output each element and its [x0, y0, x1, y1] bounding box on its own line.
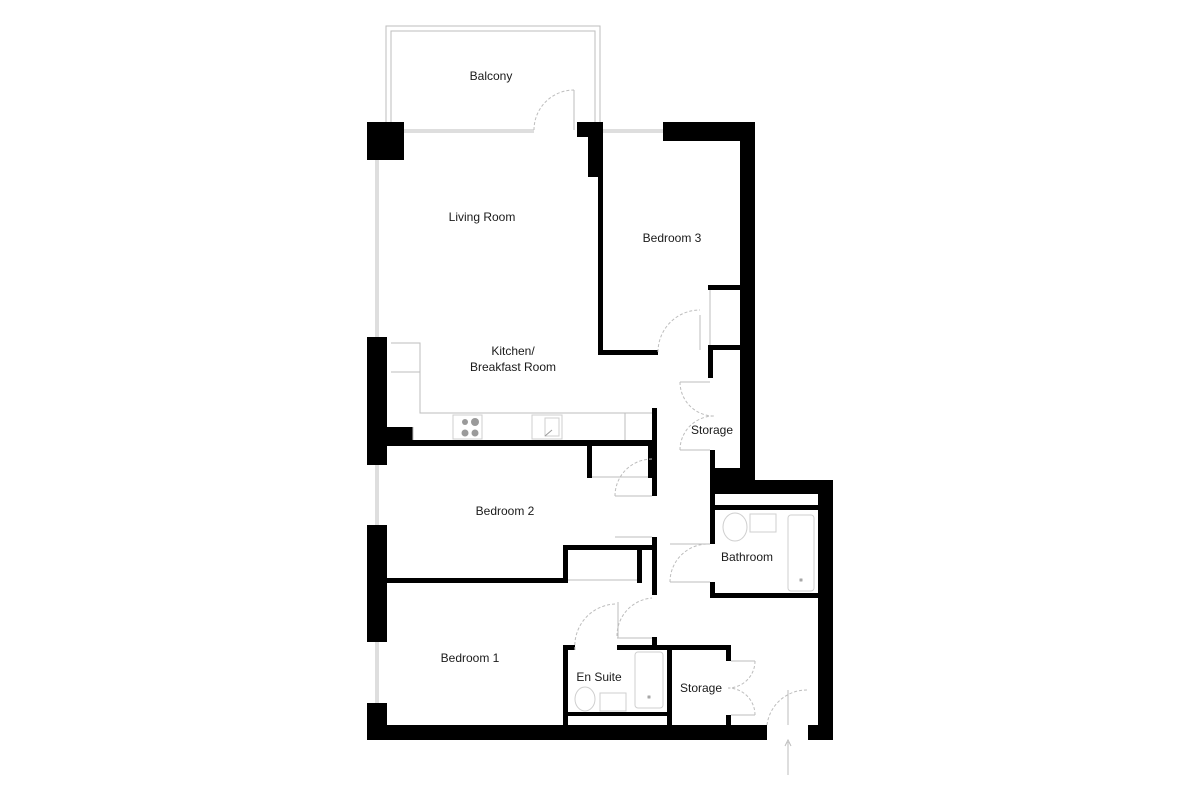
room-label-bathroom: Bathroom: [720, 550, 774, 564]
ensuite-toilet-icon: [574, 686, 596, 712]
walls: [367, 122, 833, 740]
room-label-bedroom-1: Bedroom 1: [440, 651, 500, 665]
room-label-living-room: Living Room: [448, 210, 516, 224]
toilet-icon: [722, 512, 748, 542]
ensuite-basin-icon: [599, 692, 627, 712]
ensuite-bathtub-icon: [634, 651, 664, 709]
hob-icon: [452, 414, 483, 440]
west-windows: [375, 160, 379, 703]
room-label-bedroom-3: Bedroom 3: [642, 231, 702, 245]
entrance-arrow-icon: [784, 738, 792, 775]
room-label-balcony: Balcony: [469, 69, 513, 83]
door-swings: [533, 89, 808, 726]
room-label-kitchen: Kitchen/ Breakfast Room: [469, 344, 557, 374]
thin-lines: [391, 290, 789, 725]
room-label-storage-lower: Storage: [679, 681, 723, 695]
basin-icon: [749, 513, 777, 533]
sink-icon: [531, 414, 563, 440]
room-label-storage-upper: Storage: [690, 423, 734, 437]
balcony-outline: [385, 25, 663, 133]
bathtub-icon: [787, 514, 815, 592]
room-label-bedroom-2: Bedroom 2: [475, 504, 535, 518]
room-label-en-suite: En Suite: [576, 670, 622, 684]
